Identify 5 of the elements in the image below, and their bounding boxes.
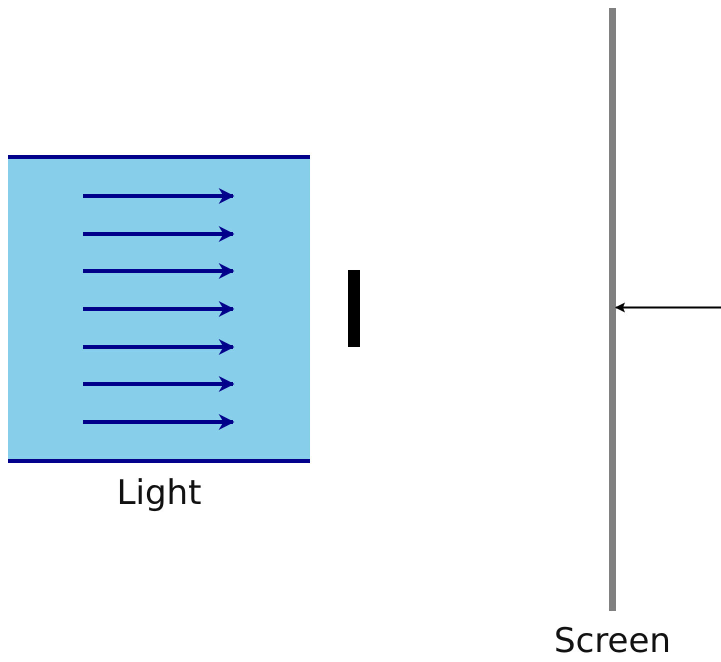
node-label: Screen (554, 621, 671, 661)
light-beam-band (8, 155, 310, 463)
node-label: Light (116, 473, 202, 513)
screen-bar (609, 8, 616, 611)
arrow (615, 302, 721, 312)
